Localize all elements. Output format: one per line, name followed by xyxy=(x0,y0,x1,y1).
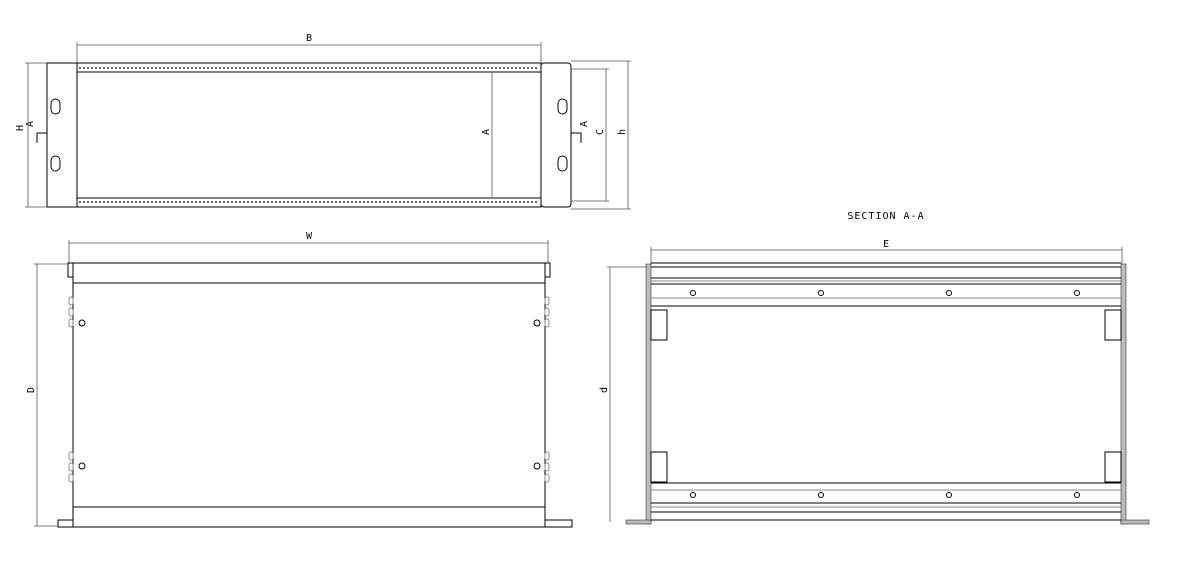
section-title: SECTION A-A xyxy=(847,211,924,222)
mounting-slot xyxy=(50,155,61,172)
dimension-label-w: W xyxy=(306,231,313,242)
screw-icon xyxy=(78,319,86,327)
screw-icon xyxy=(533,319,541,327)
bracket-block xyxy=(1104,451,1122,483)
hole-icon xyxy=(946,290,952,296)
dimension-label-d: d xyxy=(599,387,610,393)
hole-icon xyxy=(690,492,696,498)
dimension-label-H: H xyxy=(15,125,26,131)
bracket-block xyxy=(1104,309,1122,341)
bracket-block xyxy=(650,309,668,341)
bracket-block xyxy=(650,451,668,483)
dimension-label-e: E xyxy=(883,239,889,250)
section-marker-left: A xyxy=(25,121,36,127)
right-flange xyxy=(545,519,573,528)
screw-icon xyxy=(533,462,541,470)
hole-icon xyxy=(1074,492,1080,498)
mounting-slot xyxy=(557,98,568,115)
mounting-slot xyxy=(50,98,61,115)
left-flange xyxy=(57,519,73,528)
chassis-body xyxy=(76,62,542,208)
left-rack-ear xyxy=(46,62,78,208)
dimension-label-c: C xyxy=(595,129,606,135)
hole-icon xyxy=(818,290,824,296)
dimension-label-a: A xyxy=(481,129,492,135)
dimension-label-b: B xyxy=(306,33,312,44)
screw-icon xyxy=(78,462,86,470)
section-marker-right: A xyxy=(579,121,590,127)
hole-icon xyxy=(690,290,696,296)
hole-icon xyxy=(1074,290,1080,296)
hole-icon xyxy=(818,492,824,498)
mounting-slot xyxy=(557,155,568,172)
left-wall-section xyxy=(645,263,652,525)
section-view: SECTION A-A E xyxy=(599,211,1150,525)
right-rack-ear xyxy=(540,62,572,208)
right-wall-section xyxy=(1120,263,1127,525)
top-view: B A H A A C h xyxy=(15,33,631,210)
hole-icon xyxy=(946,492,952,498)
front-panel xyxy=(72,262,546,528)
dimension-label-D: D xyxy=(26,387,37,393)
front-view: W D xyxy=(26,231,573,528)
dimension-label-h: h xyxy=(617,129,628,135)
